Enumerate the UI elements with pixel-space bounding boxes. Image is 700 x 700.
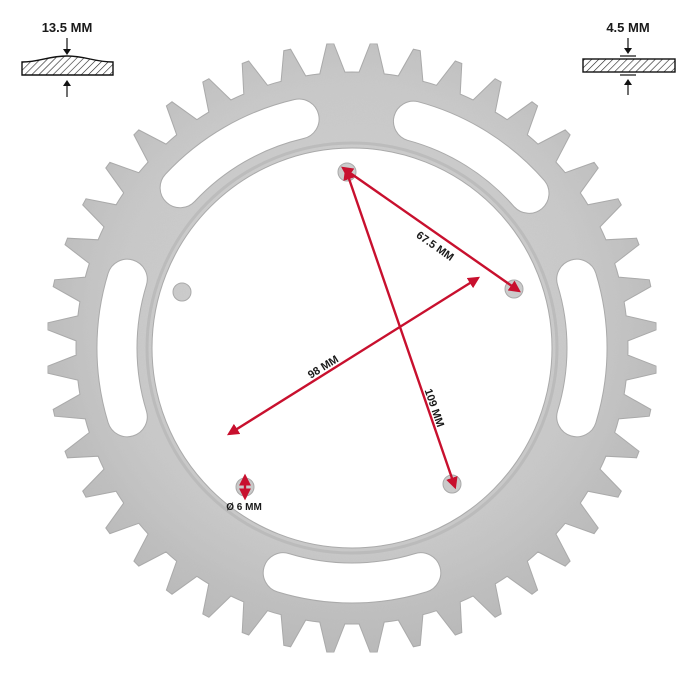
plate-thickness-label: 4.5 MM [606, 20, 649, 35]
bolt-spacing-label: 67.5 MM [414, 229, 456, 263]
down-arrowhead-icon [63, 49, 71, 55]
hub-thickness-detail: 13.5 MM [21, 20, 114, 97]
hub-thickness-label: 13.5 MM [42, 20, 93, 35]
sprocket-plate [46, 42, 658, 654]
down-arrowhead-icon [624, 48, 632, 54]
hub-profile-shape [21, 55, 114, 76]
pitch-circle-long-label: 109 MM [422, 387, 446, 428]
up-arrowhead-icon [63, 80, 71, 86]
pitch-circle-long-arrow [343, 167, 458, 490]
hub-ring [145, 141, 559, 555]
up-arrowhead-icon [624, 79, 632, 85]
plate-thickness-detail: 4.5 MM [582, 20, 676, 95]
plate-profile-shape [582, 58, 676, 73]
bolt-hole-diameter-label: Ø 6 MM [226, 502, 262, 513]
dimension-lines [226, 166, 521, 501]
